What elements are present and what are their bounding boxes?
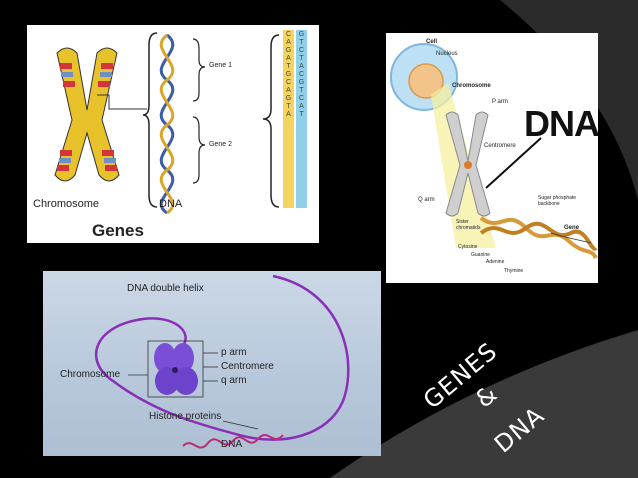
genes-panel: Chromosome DNA Gene 1 Gene 2 Genes C A G… — [27, 25, 319, 243]
dna-label: DNA — [221, 439, 243, 450]
base-letter: C — [298, 71, 305, 78]
base-letter: T — [299, 111, 304, 118]
p-arm-label: P arm — [492, 99, 508, 105]
dna-panel: Cell Nucleus Chromosome P arm Centromere… — [386, 33, 598, 283]
adenine-label: Adenine — [486, 259, 505, 265]
chromosome-blob — [154, 343, 198, 395]
chromosome-label: Chromosome — [60, 369, 121, 380]
helix-panel: DNA double helix p arm Centromere q arm … — [43, 271, 381, 456]
chromosome-x-illustration — [445, 111, 491, 217]
dna-ladder — [159, 33, 175, 215]
gene1-label: Gene 1 — [209, 62, 232, 69]
base-letter: A — [286, 87, 291, 94]
dna-helix-illustration — [479, 216, 598, 260]
base-letter: G — [285, 47, 292, 54]
base-letter: T — [299, 39, 304, 46]
genes-caption: Genes — [92, 221, 144, 240]
dna-double-helix-label: DNA double helix — [127, 283, 204, 294]
dna-big-title: DNA — [524, 103, 598, 144]
base-letter: A — [299, 103, 304, 110]
chromatin-fiber — [95, 274, 350, 441]
guanine-label: Guanine — [471, 252, 490, 258]
base-letter: C — [285, 31, 292, 38]
base-letter: T — [299, 55, 304, 62]
base-letter: G — [285, 71, 292, 78]
centromere-label: Centromere — [484, 143, 516, 149]
background-arc-bottom — [330, 330, 638, 478]
base-pair-strip — [283, 30, 307, 208]
q-arm-label: q arm — [221, 375, 247, 386]
base-letter: A — [286, 55, 291, 62]
thymine-label: Thymine — [504, 268, 524, 274]
gene2-label: Gene 2 — [209, 141, 232, 148]
dna-strand — [182, 434, 284, 449]
base-letter: C — [298, 47, 305, 54]
nucleus-illustration — [408, 63, 444, 99]
histone-proteins-label: Histone proteins — [149, 411, 222, 422]
chromosome-label: Chromosome — [452, 83, 491, 89]
base-letter: G — [298, 31, 305, 38]
base-letter: A — [299, 63, 304, 70]
q-arm-label: Q arm — [418, 197, 435, 203]
base-letter: G — [285, 95, 292, 102]
base-letter: G — [298, 79, 305, 86]
sugar-phosphate-label: Sugar phosphate backbone — [538, 195, 577, 207]
base-letter: A — [286, 111, 291, 118]
base-letters-right: G T C T A C G T C A T — [296, 31, 307, 119]
helix-diagram — [95, 274, 350, 449]
dna-cell-diagram — [390, 43, 598, 260]
genes-diagram — [54, 30, 307, 215]
base-letter: C — [298, 95, 305, 102]
gene-label: Gene — [564, 225, 580, 231]
nucleus-label: Nucleus — [436, 51, 458, 57]
cytosine-label: Cytosine — [458, 244, 478, 250]
base-letter: C — [285, 79, 292, 86]
dna-label: DNA — [159, 198, 183, 210]
background-arc-top — [500, 0, 638, 200]
base-letter: T — [286, 63, 291, 70]
chromosome-label: Chromosome — [33, 198, 100, 210]
sister-chromatids-label: Sister chromatids — [456, 219, 481, 231]
cell-label: Cell — [426, 39, 438, 45]
p-arm-label: p arm — [221, 347, 247, 358]
base-letter: T — [299, 87, 304, 94]
base-letter: T — [286, 103, 291, 110]
chromosome-illustration — [54, 47, 120, 182]
base-letters-left: C A G A T G C A G T A — [283, 31, 294, 119]
centromere-label: Centromere — [221, 361, 274, 372]
base-letter: A — [286, 39, 291, 46]
